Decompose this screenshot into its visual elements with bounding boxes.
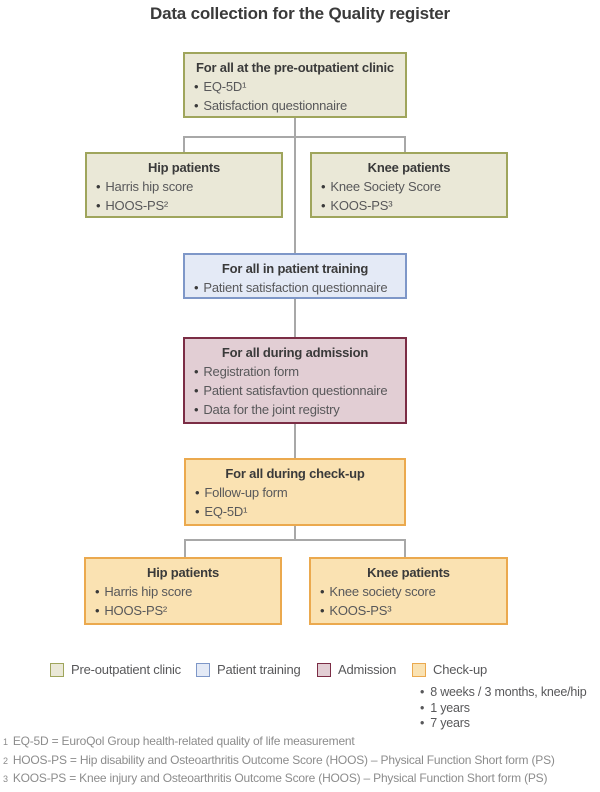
bullet-item: KOOS-PS³ — [318, 601, 499, 620]
box-bullet-list: Knee Society Score KOOS-PS³ — [319, 177, 499, 215]
box-bullet-list: Harris hip score HOOS-PS² — [93, 582, 273, 620]
bullet-item: Knee Society Score — [319, 177, 499, 196]
box-heading: For all during check-up — [225, 466, 365, 481]
legend-label: Patient training — [217, 662, 301, 677]
bullet-item: Knee society score — [318, 582, 499, 601]
connector-line — [183, 136, 185, 153]
box-heading: For all in patient training — [221, 261, 369, 276]
connector-line — [294, 424, 296, 459]
bullet-item: KOOS-PS³ — [319, 196, 499, 215]
bullet-item: EQ-5D¹ — [193, 502, 397, 521]
legend-item-patient-training: Patient training — [196, 662, 301, 677]
legend-label: Pre-outpatient clinic — [71, 662, 181, 677]
bullet-item: Registration form — [192, 362, 398, 381]
bullet-item: HOOS-PS² — [94, 196, 274, 215]
box-bullet-list: Registration form Patient satisfavtion q… — [192, 362, 398, 419]
box-bullet-list: Harris hip score HOOS-PS² — [94, 177, 274, 215]
connector-line — [404, 136, 406, 153]
connector-line — [294, 299, 296, 338]
bullet-item: Satisfaction questionnaire — [192, 96, 398, 115]
legend-item-check-up: Check-up — [412, 662, 487, 677]
bullet-item: Harris hip score — [94, 177, 274, 196]
bullet-item: HOOS-PS² — [93, 601, 273, 620]
box-heading: For all during admission — [221, 345, 369, 360]
legend-swatch-patient-training-icon — [196, 662, 210, 677]
flow-box-hip-pre: Hip patients Harris hip score HOOS-PS² — [85, 152, 283, 218]
box-bullet-list: Patient satisfaction questionnaire — [192, 278, 398, 297]
bullet-item: Follow-up form — [193, 483, 397, 502]
check-up-schedule-list: 8 weeks / 3 months, knee/hip 1 years 7 y… — [420, 685, 586, 732]
connector-line — [294, 118, 296, 253]
connector-line — [184, 539, 186, 558]
bullet-item: Patient satisfaction questionnaire — [192, 278, 398, 297]
box-heading: Knee patients — [367, 565, 450, 580]
flow-box-patient-training: For all in patient training Patient sati… — [183, 253, 407, 299]
connector-line — [184, 539, 406, 541]
footnote-marker: 3 — [3, 774, 8, 784]
flow-box-check-up: For all during check-up Follow-up form E… — [184, 458, 406, 526]
flow-box-hip-check: Hip patients Harris hip score HOOS-PS² — [84, 557, 282, 625]
box-heading: Knee patients — [367, 160, 451, 175]
connector-line — [294, 526, 296, 541]
figure-title: Data collection for the Quality register — [150, 4, 450, 23]
schedule-item: 7 years — [420, 716, 586, 732]
bullet-item: EQ-5D¹ — [192, 77, 398, 96]
footnote-text: HOOS-PS = Hip disability and Osteoarthri… — [12, 752, 555, 767]
legend-label: Admission — [338, 662, 397, 677]
footnote-text: EQ-5D = EuroQol Group health-related qua… — [12, 734, 355, 748]
footnote-marker: 2 — [3, 755, 8, 766]
box-bullet-list: EQ-5D¹ Satisfaction questionnaire — [192, 77, 398, 115]
flow-box-pre-outpatient: For all at the pre-outpatient clinic EQ-… — [183, 52, 407, 118]
flow-box-knee-check: Knee patients Knee society score KOOS-PS… — [309, 557, 508, 625]
connector-line — [404, 539, 406, 558]
bullet-item: Data for the joint registry — [192, 400, 398, 419]
box-heading: Hip patients — [147, 565, 219, 580]
schedule-item: 8 weeks / 3 months, knee/hip — [420, 685, 586, 701]
box-bullet-list: Knee society score KOOS-PS³ — [318, 582, 499, 620]
box-heading: Hip patients — [148, 160, 220, 175]
footnote-text: KOOS-PS = Knee injury and Osteoarthritis… — [12, 771, 548, 785]
flow-box-admission: For all during admission Registration fo… — [183, 337, 407, 424]
legend-label: Check-up — [433, 662, 488, 677]
connector-line — [183, 136, 406, 138]
legend-swatch-check-up-icon — [412, 662, 426, 677]
bullet-item: Harris hip score — [93, 582, 273, 601]
legend-item-admission: Admission — [317, 662, 396, 677]
legend-item-pre-outpatient: Pre-outpatient clinic — [50, 662, 181, 677]
flow-box-knee-pre: Knee patients Knee Society Score KOOS-PS… — [310, 152, 508, 218]
box-bullet-list: Follow-up form EQ-5D¹ — [193, 483, 397, 521]
footnote-marker: 1 — [3, 737, 8, 747]
legend-swatch-admission-icon — [317, 662, 331, 677]
footnote-1: 1 EQ-5D = EuroQol Group health-related qu… — [3, 732, 597, 751]
bullet-item: Patient satisfavtion questionnaire — [192, 381, 398, 400]
schedule-item: 1 years — [420, 701, 586, 717]
box-heading: For all at the pre-outpatient clinic — [196, 60, 394, 75]
footnote-2: 2 HOOS-PS = Hip disability and Osteoarthr… — [3, 751, 597, 770]
legend-swatch-pre-outpatient-icon — [50, 662, 64, 677]
footnotes: 1 EQ-5D = EuroQol Group health-related qu… — [3, 732, 597, 788]
footnote-3: 3 KOOS-PS = Knee injury and Osteoarthriti… — [3, 769, 597, 788]
